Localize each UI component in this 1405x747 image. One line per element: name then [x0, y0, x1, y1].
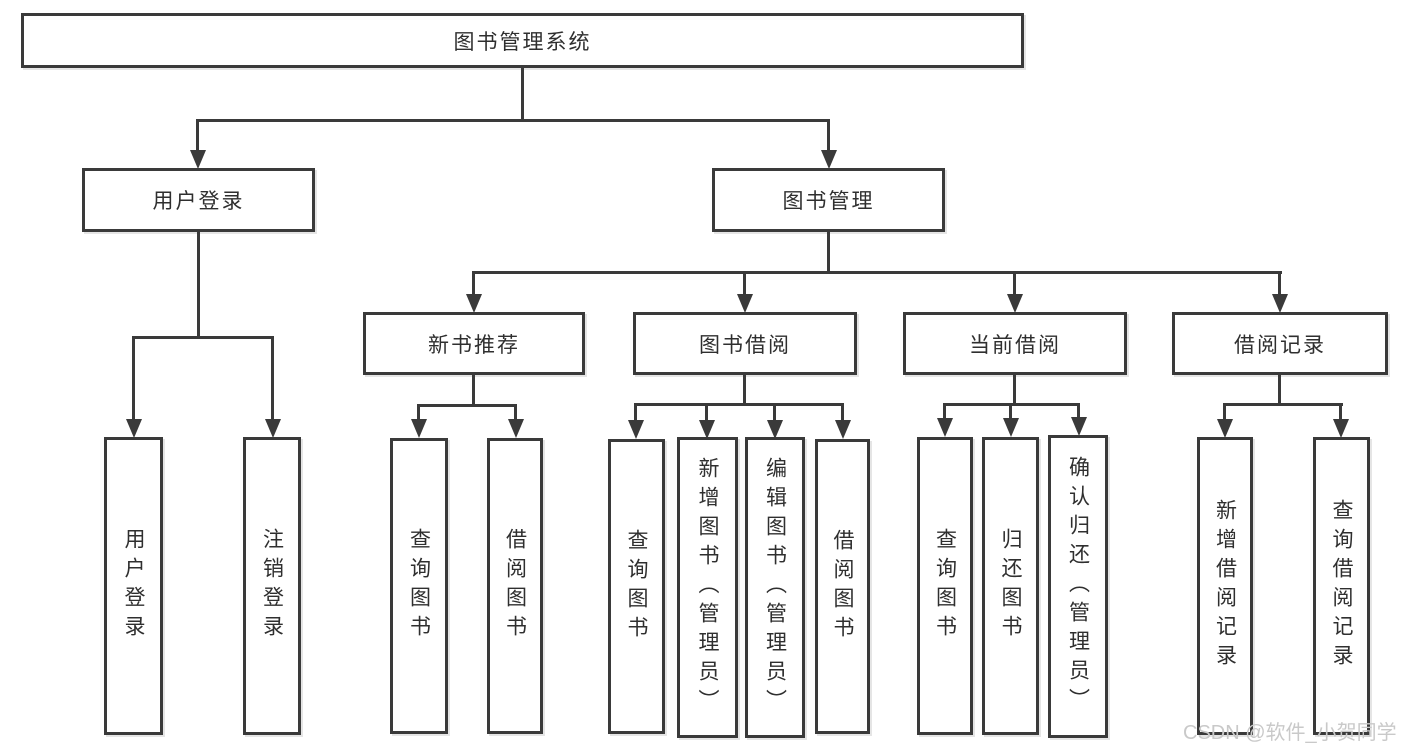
connector-borrow-records-drop — [1278, 271, 1281, 295]
leaf-confirm-return-admin: 确认归还（管理员） — [1048, 435, 1108, 738]
connector-g2c2-drop — [514, 404, 517, 420]
connector-current-borrow-drop — [1013, 271, 1016, 295]
connector-user-login-drop — [196, 119, 199, 151]
connector-root-trunk — [521, 68, 524, 122]
connector-g5c2-drop — [1339, 403, 1342, 419]
connector-borrow-records-rail — [1223, 403, 1343, 406]
leaf-borrow-books-1-label: 借阅图书 — [503, 528, 527, 644]
leaf-confirm-return-admin-label: 确认归还（管理员） — [1066, 456, 1090, 717]
leaf-query-books-2-label: 查询图书 — [625, 528, 648, 645]
connector-g3c4-drop — [841, 403, 844, 421]
arrowhead-user-login — [190, 150, 206, 169]
connector-user-login-rail — [132, 336, 274, 339]
arrowhead-g4c1 — [937, 418, 953, 437]
connector-current-borrow-stem — [1013, 375, 1016, 406]
arrowhead-g5c2 — [1333, 419, 1349, 438]
leaf-query-books-3-label: 查询图书 — [933, 528, 957, 644]
leaf-add-borrow-record: 新增借阅记录 — [1197, 437, 1253, 735]
connector-g3c1-drop — [634, 403, 637, 421]
leaf-query-borrow-record-label: 查询借阅记录 — [1330, 499, 1353, 673]
leaf-borrow-books-1: 借阅图书 — [487, 438, 543, 734]
arrowhead-new-book — [466, 294, 482, 313]
arrowhead-g4c3 — [1071, 417, 1087, 436]
connector-g4c3-drop — [1077, 403, 1080, 419]
connector-leaf-logout-drop — [271, 336, 274, 420]
leaf-query-books-1: 查询图书 — [390, 438, 448, 734]
leaf-user-login-label: 用户登录 — [122, 528, 145, 644]
node-user-login: 用户登录 — [82, 168, 315, 232]
arrowhead-leaf-user-login — [126, 419, 142, 438]
leaf-edit-books-admin: 编辑图书（管理员） — [745, 437, 805, 738]
arrowhead-leaf-logout — [265, 419, 281, 438]
connector-g4c2-drop — [1009, 403, 1012, 419]
node-book-borrow: 图书借阅 — [633, 312, 857, 375]
node-book-management: 图书管理 — [712, 168, 945, 232]
connector-leaf-user-login-drop — [132, 336, 135, 420]
leaf-query-books-2: 查询图书 — [608, 439, 665, 734]
arrowhead-g3c4 — [835, 420, 851, 439]
connector-book-borrow-stem — [743, 375, 746, 406]
node-borrow-records: 借阅记录 — [1172, 312, 1388, 375]
connector-new-book-drop — [472, 271, 475, 295]
leaf-borrow-books-2-label: 借阅图书 — [831, 528, 854, 645]
arrowhead-book-mgmt — [821, 150, 837, 169]
leaf-logout-label: 注销登录 — [260, 528, 284, 644]
connector-g5c1-drop — [1223, 403, 1226, 419]
node-root-system: 图书管理系统 — [21, 13, 1024, 68]
arrowhead-g5c1 — [1217, 419, 1233, 438]
connector-book-borrow-rail — [634, 403, 844, 406]
connector-g3c2-drop — [705, 403, 708, 421]
connector-user-login-stem — [197, 232, 200, 338]
leaf-add-books-admin-label: 新增图书（管理员） — [696, 457, 719, 718]
arrowhead-g3c1 — [628, 420, 644, 439]
connector-g2c1-drop — [417, 404, 420, 420]
leaf-borrow-books-2: 借阅图书 — [815, 439, 870, 734]
leaf-return-books-label: 归还图书 — [999, 528, 1022, 644]
csdn-watermark: CSDN @软件_小贺同学 — [1183, 722, 1397, 744]
leaf-add-borrow-record-label: 新增借阅记录 — [1213, 499, 1237, 673]
arrowhead-g3c2 — [699, 420, 715, 439]
leaf-add-books-admin: 新增图书（管理员） — [677, 437, 738, 738]
leaf-query-borrow-record: 查询借阅记录 — [1313, 437, 1370, 735]
leaf-query-books-3: 查询图书 — [917, 437, 973, 735]
arrowhead-current-borrow — [1007, 294, 1023, 313]
connector-book-mgmt-drop — [827, 119, 830, 151]
connector-book-mgmt-stem — [827, 232, 830, 274]
leaf-logout: 注销登录 — [243, 437, 301, 735]
leaf-user-login: 用户登录 — [104, 437, 163, 735]
connector-g4c1-drop — [943, 403, 946, 419]
connector-g3c3-drop — [773, 403, 776, 421]
arrowhead-g2c1 — [411, 419, 427, 438]
node-new-book-recommend: 新书推荐 — [363, 312, 585, 375]
node-current-borrow: 当前借阅 — [903, 312, 1127, 375]
connector-level2-rail — [196, 119, 830, 122]
connector-book-borrow-drop — [743, 271, 746, 295]
leaf-edit-books-admin-label: 编辑图书（管理员） — [763, 457, 787, 718]
arrowhead-g3c3 — [767, 420, 783, 439]
connector-new-book-rail — [417, 404, 517, 407]
arrowhead-g2c2 — [508, 419, 524, 438]
leaf-query-books-1-label: 查询图书 — [407, 528, 431, 644]
connector-new-book-stem — [472, 375, 475, 407]
arrowhead-book-borrow — [737, 294, 753, 313]
leaf-return-books: 归还图书 — [982, 437, 1039, 735]
arrowhead-g4c2 — [1003, 418, 1019, 437]
connector-borrow-records-stem — [1278, 375, 1281, 406]
arrowhead-borrow-records — [1272, 294, 1288, 313]
connector-level3-rail — [472, 271, 1282, 274]
